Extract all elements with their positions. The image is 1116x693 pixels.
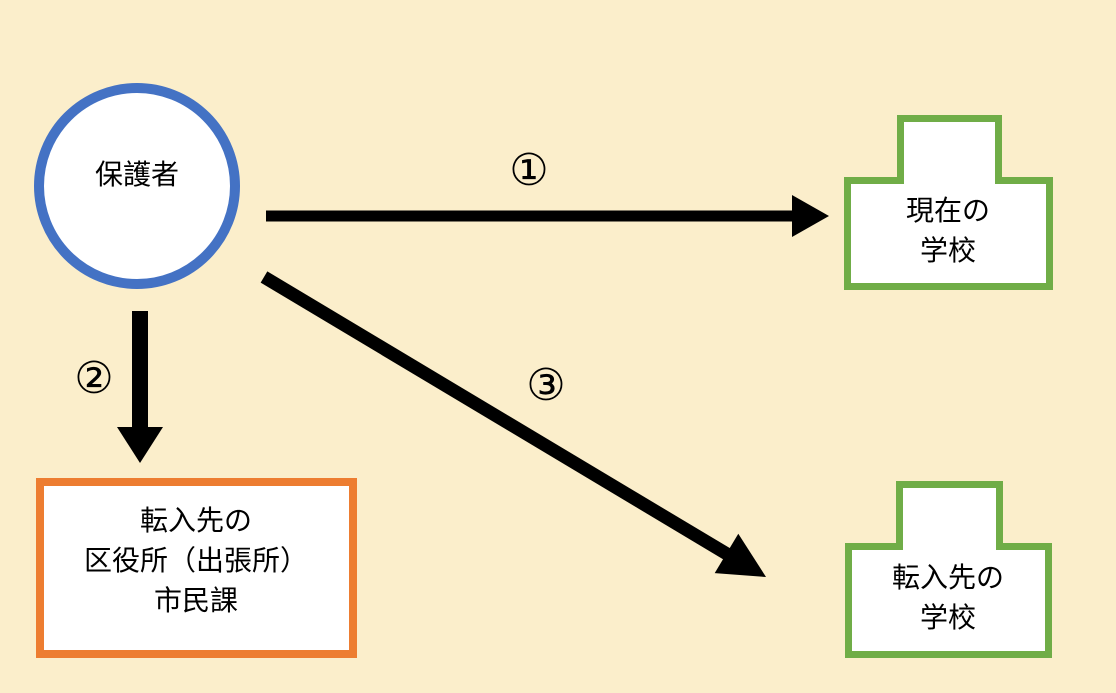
arrow-guardian-to-current-school: [266, 195, 829, 237]
arrow-3-shaft: [260, 271, 731, 560]
current-school-label-line2: 学校: [919, 234, 977, 267]
step-number-2: ②: [74, 353, 114, 404]
step-number-1: ①: [509, 145, 549, 196]
transfer-office-label-line1: 転入先の: [139, 504, 253, 537]
arrow-2-head: [117, 427, 163, 463]
transfer-school-label: 転入先の 学校: [892, 558, 1004, 638]
current-school-shape: [844, 115, 1053, 290]
transfer-school-label-line2: 学校: [919, 601, 977, 634]
arrow-guardian-to-transfer-school: [260, 271, 766, 577]
step-number-3: ③: [526, 360, 566, 411]
transfer-school-shape: [845, 481, 1052, 658]
current-school-label: 現在の 学校: [906, 191, 990, 271]
guardian-label: 保護者: [94, 158, 180, 191]
arrow-1-head: [792, 195, 829, 237]
guardian-circle-shape: [34, 83, 240, 289]
arrow-3-head: [714, 533, 766, 577]
arrow-guardian-to-ward-office: [117, 311, 163, 463]
transfer-office-label-line2: 区役所（出張所）: [83, 544, 309, 577]
transfer-office-label-line3: 市民課: [153, 584, 239, 617]
transfer-office-shape: [36, 478, 357, 658]
transfer-office-label: 転入先の 区役所（出張所） 市民課: [84, 501, 308, 621]
current-school-label-line1: 現在の: [905, 194, 991, 227]
transfer-school-label-line1: 転入先の: [891, 561, 1005, 594]
